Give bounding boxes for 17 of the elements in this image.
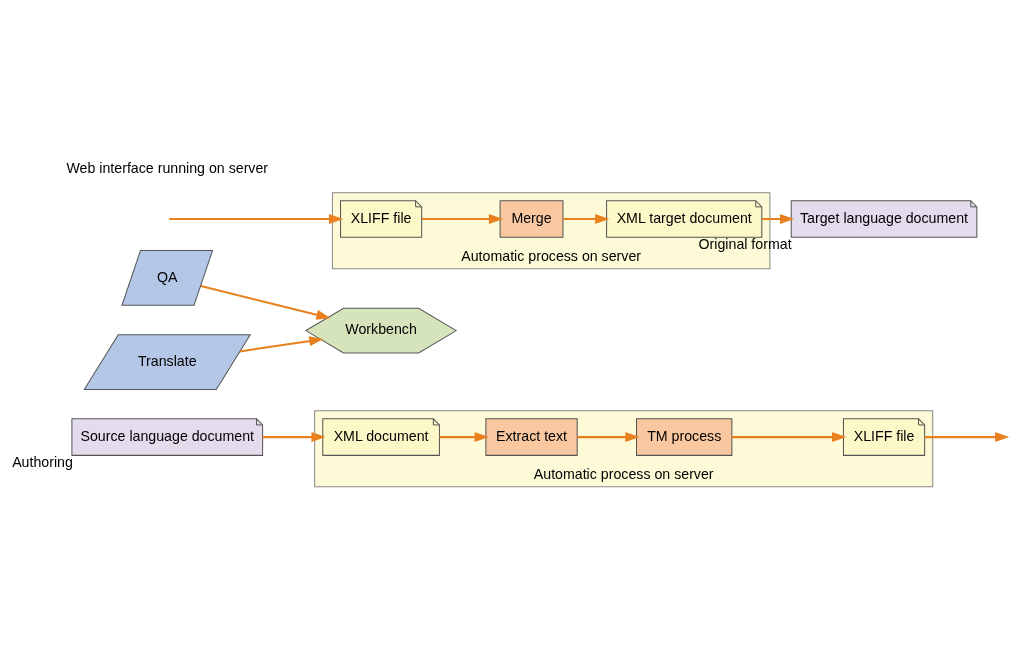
node-box: TM process xyxy=(635,417,732,456)
arrow xyxy=(168,213,343,224)
arrow xyxy=(761,213,794,224)
arrow xyxy=(562,213,609,224)
arrow xyxy=(421,213,503,224)
arrow xyxy=(576,431,640,442)
arrow xyxy=(731,431,846,442)
arrow xyxy=(200,284,331,320)
label: Web interface running on server xyxy=(65,159,268,176)
arrow xyxy=(439,431,489,442)
node-label: Original format xyxy=(698,235,792,252)
node-box: Extract text xyxy=(484,417,578,456)
arrow xyxy=(239,335,323,352)
arrow xyxy=(262,431,326,442)
node-label: Authoring xyxy=(11,453,73,470)
node-box: Merge xyxy=(499,199,563,238)
arrow xyxy=(924,431,1009,442)
